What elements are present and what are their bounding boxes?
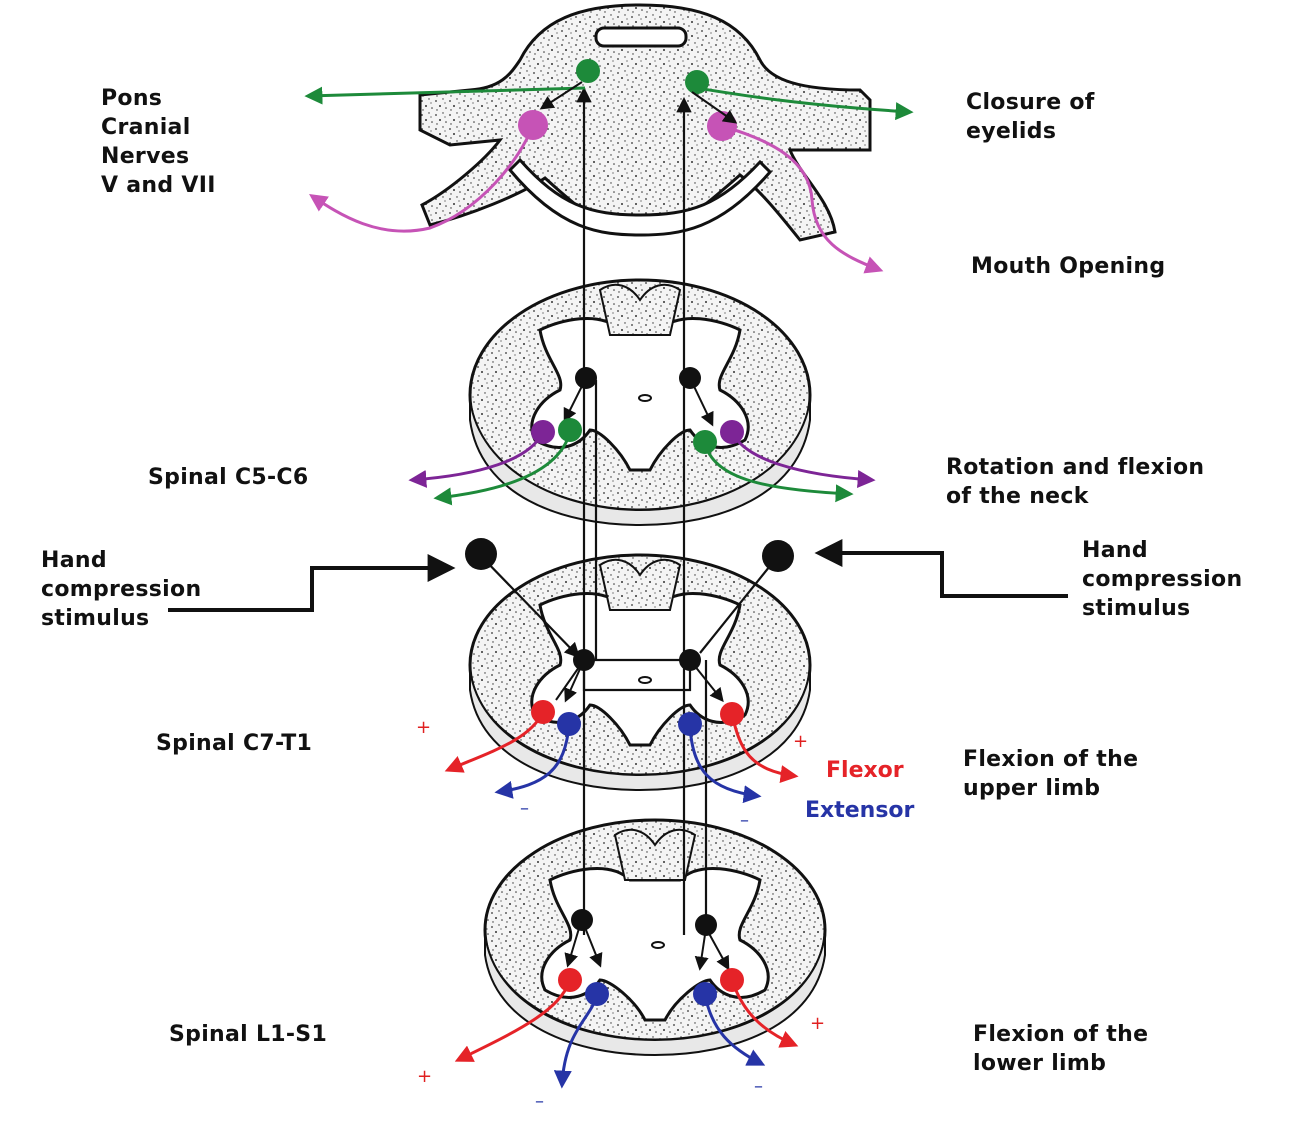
legend-extensor: Extensor bbox=[805, 798, 915, 823]
sign-minus-c7t1-right: – bbox=[740, 810, 749, 831]
c7t1-extensor-neuron-left bbox=[557, 712, 581, 736]
label-hand-stimulus-left: Hand compression stimulus bbox=[41, 548, 202, 631]
c5c6-green-neuron-right bbox=[693, 430, 717, 454]
sign-plus-c7t1-right: + bbox=[793, 731, 809, 752]
c5c6-interneuron-right bbox=[679, 367, 701, 389]
stimulus-pathway bbox=[168, 539, 1068, 659]
label-neck-rotation-flexion: Rotation and flexion of the neck bbox=[946, 455, 1205, 509]
label-spinal-l1s1: Spinal L1-S1 bbox=[169, 1022, 328, 1047]
l1s1-flexor-neuron-left bbox=[558, 968, 582, 992]
label-pons: Pons Cranial Nerves V and VII bbox=[101, 86, 216, 198]
c7t1-pathway bbox=[444, 649, 799, 804]
label-mouth-opening: Mouth Opening bbox=[971, 254, 1166, 279]
trigeminal-motor-neuron-right bbox=[707, 111, 737, 141]
l1s1-pathway bbox=[454, 909, 799, 1089]
c7t1-flexor-neuron-right bbox=[720, 702, 744, 726]
c7t1-extensor-neuron-right bbox=[678, 712, 702, 736]
label-spinal-c5c6: Spinal C5-C6 bbox=[148, 465, 309, 490]
sign-minus-l1s1-left: – bbox=[535, 1091, 544, 1112]
label-spinal-c7t1: Spinal C7-T1 bbox=[156, 731, 313, 756]
l1s1-extensor-neuron-right bbox=[693, 982, 717, 1006]
stimulus-afferent-left bbox=[465, 538, 497, 570]
facial-motor-neuron-left bbox=[576, 59, 600, 83]
pons-trigeminal-pathway bbox=[309, 81, 884, 274]
legend-flexor: Flexor bbox=[826, 758, 904, 783]
pons-section bbox=[418, 3, 872, 242]
l1s1-interneuron-left bbox=[571, 909, 593, 931]
l1s1-interneuron-right bbox=[695, 914, 717, 936]
spinal-section-c5c6 bbox=[468, 278, 812, 527]
c5c6-green-neuron-left bbox=[558, 418, 582, 442]
c5c6-purple-neuron-left bbox=[531, 420, 555, 444]
label-hand-stimulus-right: Hand compression stimulus bbox=[1082, 538, 1243, 621]
c7t1-flexor-neuron-left bbox=[531, 700, 555, 724]
c5c6-pathway bbox=[408, 367, 876, 506]
sign-minus-l1s1-right: – bbox=[754, 1076, 763, 1097]
c7t1-interneuron-left bbox=[573, 649, 595, 671]
c7t1-interneuron-right bbox=[679, 649, 701, 671]
spinal-section-c7t1 bbox=[468, 553, 812, 792]
stimulus-afferent-right bbox=[762, 540, 794, 572]
l1s1-flexor-neuron-right bbox=[720, 968, 744, 992]
c5c6-purple-neuron-right bbox=[720, 420, 744, 444]
label-upper-limb-flexion: Flexion of the upper limb bbox=[963, 747, 1139, 801]
sign-plus-l1s1-right: + bbox=[810, 1013, 826, 1034]
facial-motor-neuron-right bbox=[685, 70, 709, 94]
sign-minus-c7t1-left: – bbox=[520, 798, 529, 819]
c5c6-interneuron-left bbox=[575, 367, 597, 389]
l1s1-extensor-neuron-left bbox=[585, 982, 609, 1006]
trigeminal-motor-neuron-left bbox=[518, 110, 548, 140]
sign-plus-c7t1-left: + bbox=[416, 717, 432, 738]
sign-plus-l1s1-left: + bbox=[417, 1066, 433, 1087]
label-closure-of-eyelids: Closure of eyelids bbox=[966, 90, 1095, 144]
label-lower-limb-flexion: Flexion of the lower limb bbox=[973, 1022, 1149, 1076]
ascending-tracts bbox=[576, 86, 708, 935]
pons-facial-pathway bbox=[304, 59, 914, 121]
